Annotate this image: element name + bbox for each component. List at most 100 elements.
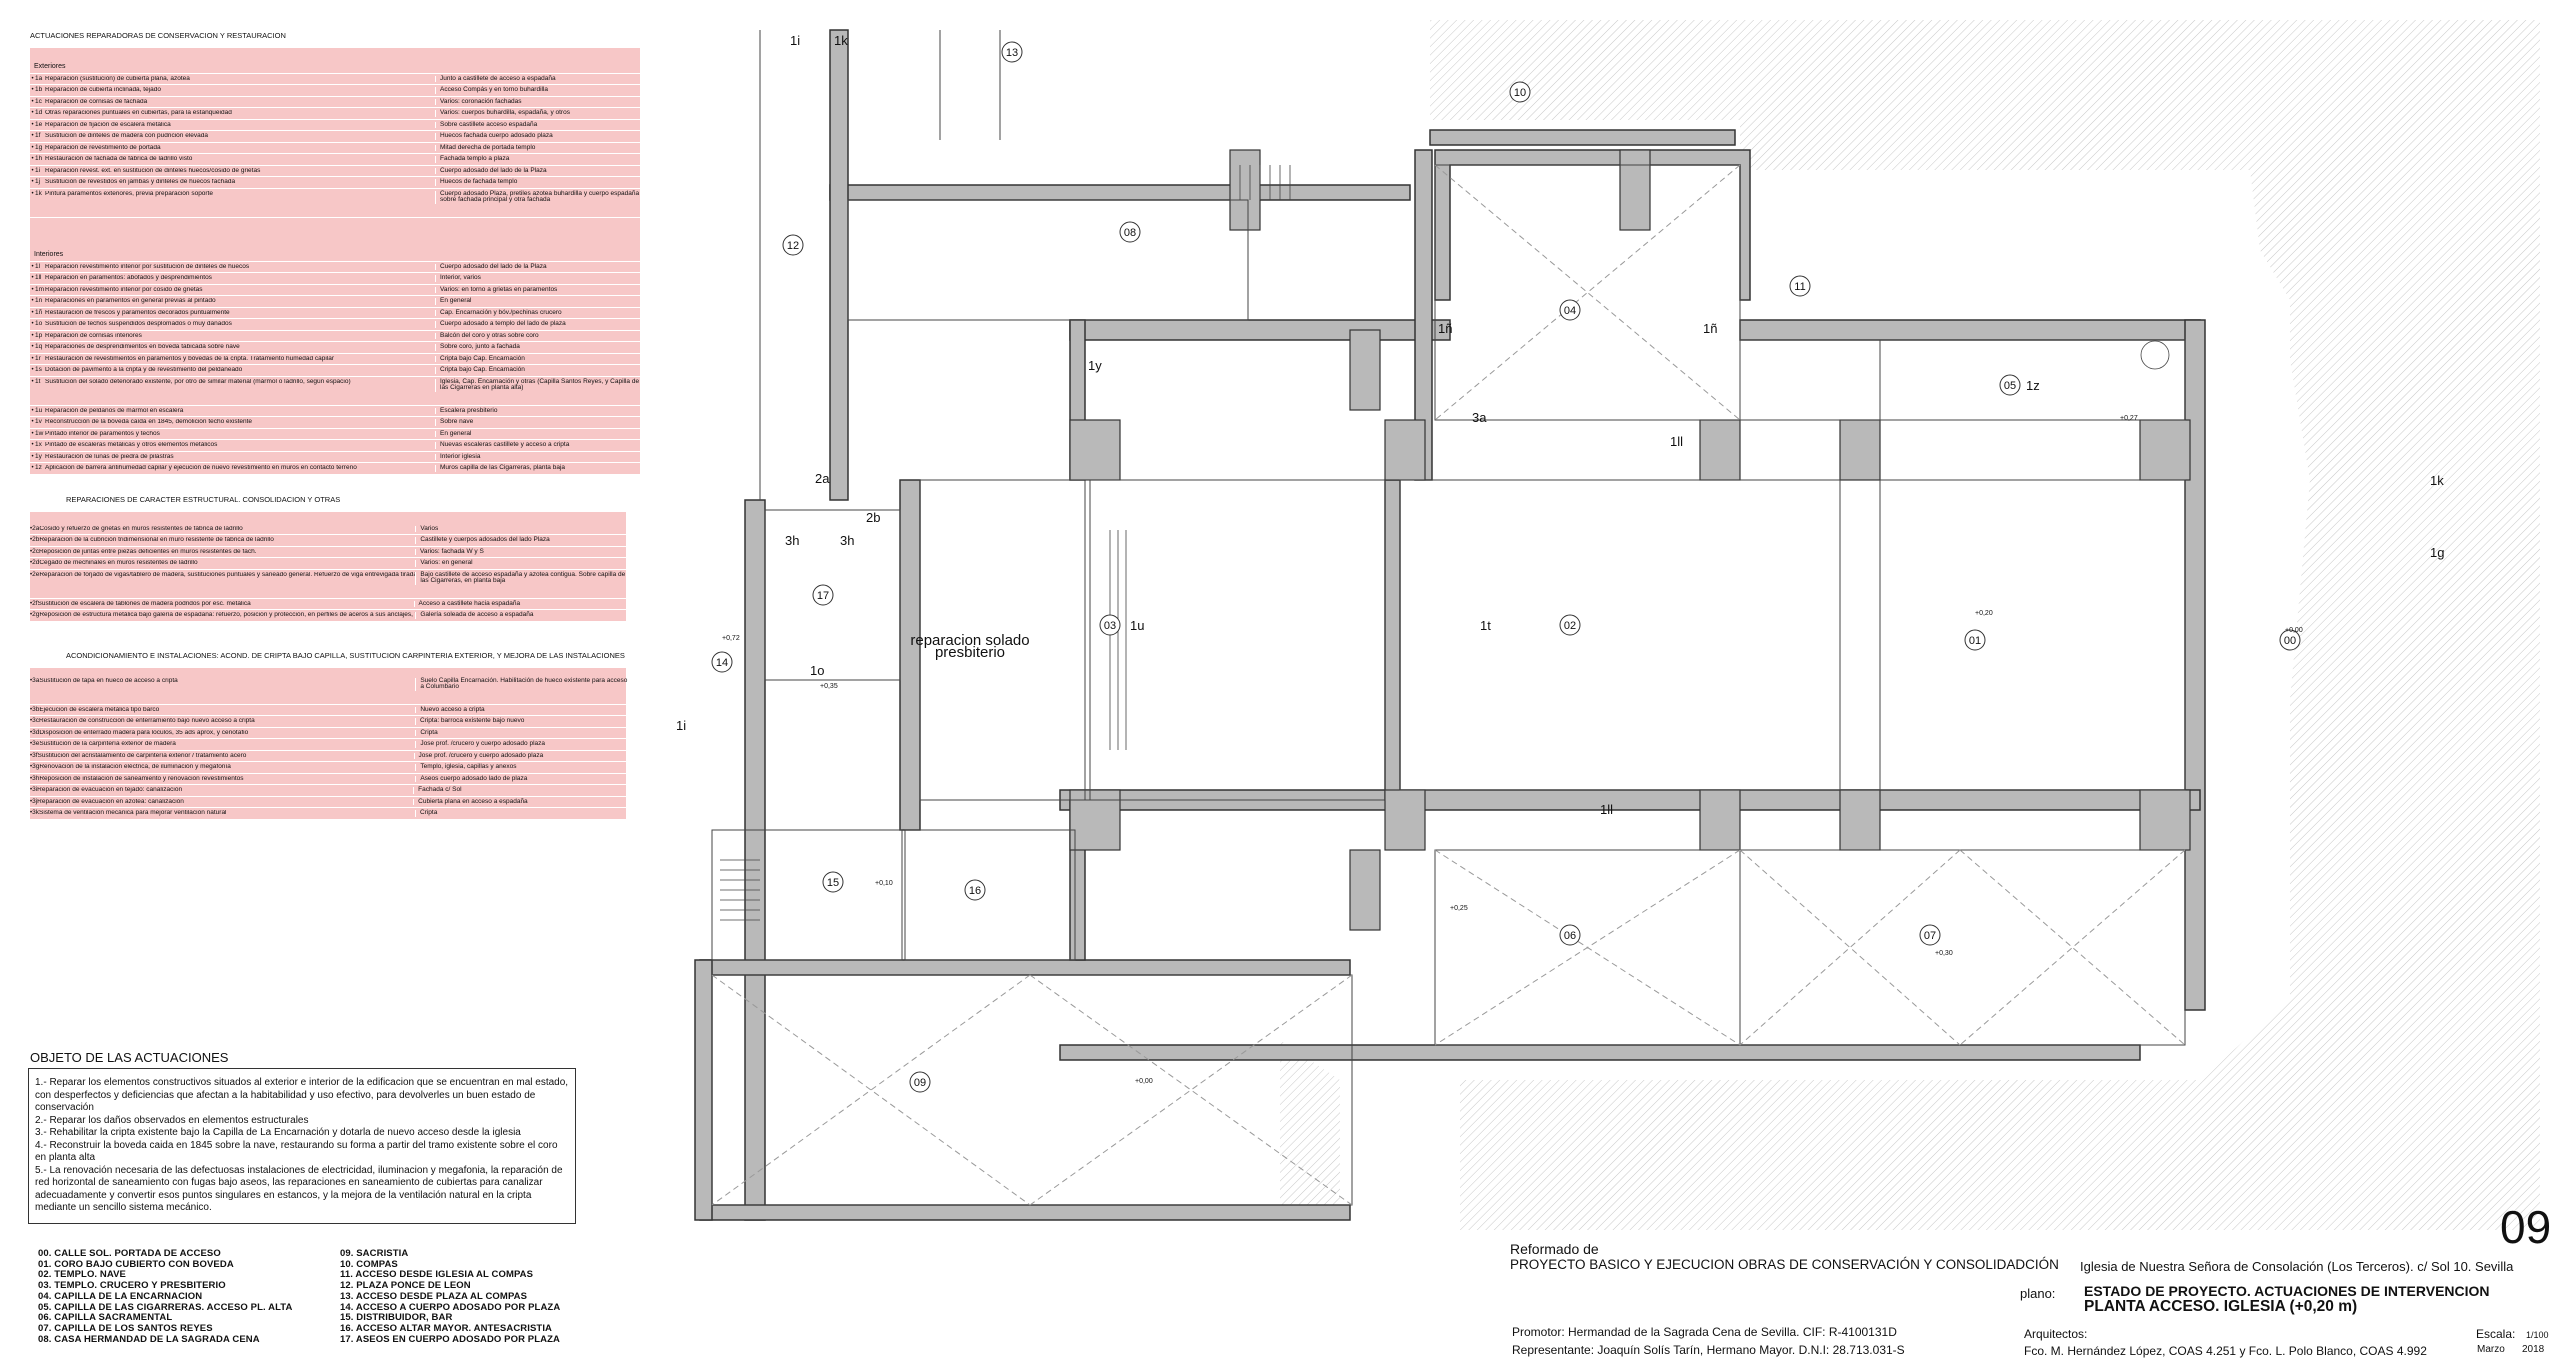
cell-location: Escalera presbiterio [435,407,640,414]
cell-location: Huecos fachada cuerpo adosado plaza [435,132,640,140]
cell-description: Sustitución del acristalamiento de carpi… [37,752,247,759]
room-number: 06 [1564,930,1576,942]
bullet-icon: • [30,810,33,817]
cell-code: 1b [35,86,43,93]
cell-location: Varios: en general [415,559,630,567]
group-label: Exteriores [30,47,640,74]
cell-location: Cuerpo adosado del lado de la Plaza [435,167,640,174]
legend-item: 05. CAPILLA DE LAS CIGARRERAS. ACCESO PL… [38,1301,293,1313]
cell-description: Sustitución del solado deteriorado exist… [45,378,351,385]
pier [2139,789,2191,851]
cell-description: Reparación de evacuación en azotea: cana… [37,798,184,805]
objeto-title: OBJETO DE LAS ACTUACIONES [30,1050,229,1065]
cell-location: Sobre castillete acceso espadaña [435,121,640,128]
wall-casa-w [829,29,849,501]
pier [1229,149,1261,231]
cell-description: Otras reparaciones puntuales en cubierta… [45,110,232,116]
cell-code: 1m [35,285,45,293]
fecha-anio: 2018 [2522,1344,2545,1355]
room-number-circle [1999,374,2021,396]
cell-location: Interior iglesia [435,453,640,460]
plano-line-1: ESTADO DE PROYECTO. ACTUACIONES DE INTER… [2084,1283,2490,1299]
cell-location: Nuevo acceso a cripta [415,706,630,713]
cell-location: Galería soleada de acceso a espadaña [415,611,630,619]
plan-label: 1y [1088,358,1102,373]
cell-code: 3c [32,717,39,724]
cell-code: 3g [32,763,40,770]
plaza-street-line [759,30,1001,500]
cell-code: 1l [35,262,41,270]
cell-code: 1e [35,120,43,128]
escala-value: 1/100 [2526,1330,2549,1340]
sheet-number: 09 [2500,1201,2552,1253]
cell-code: 3h [32,774,40,782]
cell-location: En general [435,430,640,437]
cell-location: Varios: en torno a grietas en paramentos [435,286,640,293]
room-encarnacion [1434,164,1741,421]
cell-location: Nuevas escaleras castillete y acceso a c… [435,441,640,449]
cell-description: Reparación de cornisas de fachada [45,98,148,105]
cell-description: Reparación de peldaños de mármol en esca… [45,407,184,414]
cell-code: 1d [35,109,43,116]
table-header: REPARACIONES DE CARACTER ESTRUCTURAL. CO… [66,495,341,504]
bullet-icon: • [31,419,34,426]
room-number: 07 [1924,930,1936,942]
legend-item: 02. TEMPLO. NAVE [38,1269,126,1281]
cell-location: Fachada templo a plaza [435,155,640,163]
street-hatch [1460,20,2540,1230]
cell-description: Sustitución de dinteles de madera con pu… [45,133,208,139]
cell-code: 1f [35,132,41,139]
cell-location: Bajo castillete de acceso espadaña y azo… [415,571,630,585]
cell-description: Reposición de instalación de saneamiento… [39,775,244,782]
room-number-circle [1001,41,1023,63]
cell-code: 1ñ [35,308,43,316]
cell-location: Castillete y cuerpos adosados del lado P… [415,536,630,544]
bullet-icon: • [31,430,34,437]
cell-code: 1ll [35,274,42,281]
wall-sacristia [699,959,1351,976]
cell-location: Sobre coro, junto a fachada [435,343,640,351]
bullet-icon: • [31,298,34,305]
cell-code: 3j [32,797,38,805]
plan-label: 1ñ [1703,321,1717,336]
pier [1069,419,1121,481]
cell-description: Restauración de fachada de fábrica de la… [45,156,193,162]
level-mark: +0,72 [722,635,740,642]
room-number-circle [782,234,804,256]
wall-casa [829,184,1411,201]
room-number-circle [1964,629,1986,651]
level-mark: +0,30 [1935,950,1953,957]
bullet-icon: • [30,787,33,794]
pier [1699,419,1741,481]
presbiterio-steps [1109,530,1127,750]
cell-description: Pintura paramentos exteriores, previa pr… [45,190,214,197]
cell-location: Acceso Compás y en torno buhardilla [435,86,640,94]
room-number: 11 [1794,281,1805,293]
arquitectos: Fco. M. Hernández López, COAS 4.251 y Fc… [2024,1344,2427,1358]
bullet-icon: • [31,378,34,385]
cell-code: 1j [35,178,41,185]
cell-description: Reparacion de revestimiento de portada [45,144,161,151]
plan-label: 1k [834,33,848,48]
bullet-icon: • [31,133,34,140]
plan-label: 2b [866,510,880,525]
cell-description: Reparaciones de desprendimientos en bóve… [45,344,240,350]
cell-description: Restauración de frescos y paramentos dec… [45,309,230,316]
